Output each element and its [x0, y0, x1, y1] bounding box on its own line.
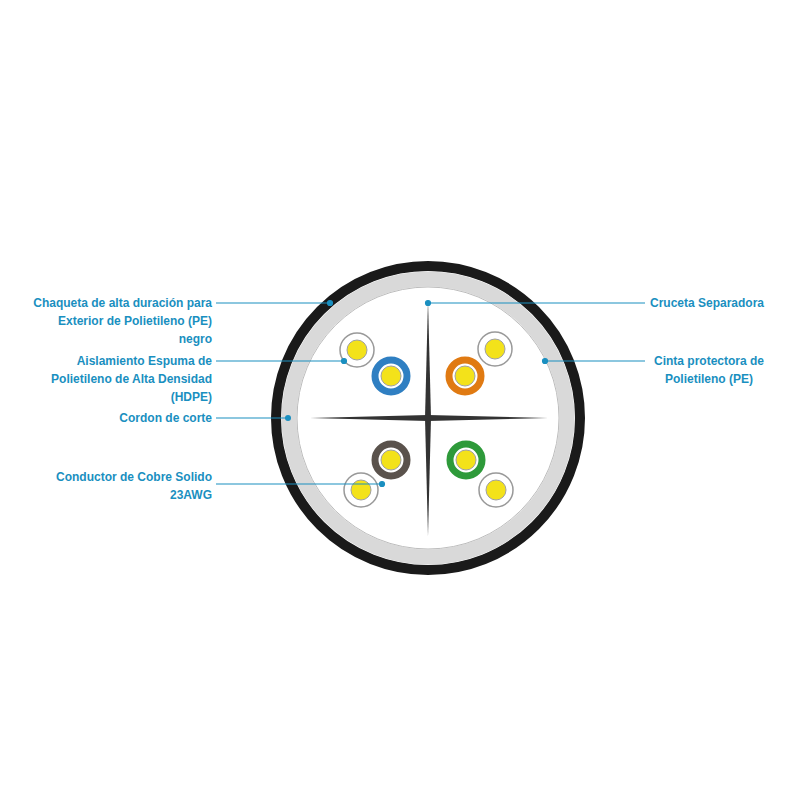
part-label: Conductor de Cobre Solido 23AWG: [30, 468, 212, 504]
part-label: Aislamiento Espuma de Polietileno de Alt…: [30, 352, 212, 406]
part-label: Cruceta Separadora: [650, 294, 790, 312]
separator-v: [425, 300, 431, 536]
core: [297, 287, 559, 549]
part-label: Cordon de corte: [30, 409, 212, 427]
part-label: Cinta protectora de Polietileno (PE): [648, 352, 770, 388]
part-label: Chaqueta de alta duración para Exterior …: [30, 294, 212, 348]
leader-lines: [216, 301, 645, 487]
jacket: [276, 266, 580, 570]
pairs: [340, 332, 513, 507]
tape: [289, 279, 567, 557]
